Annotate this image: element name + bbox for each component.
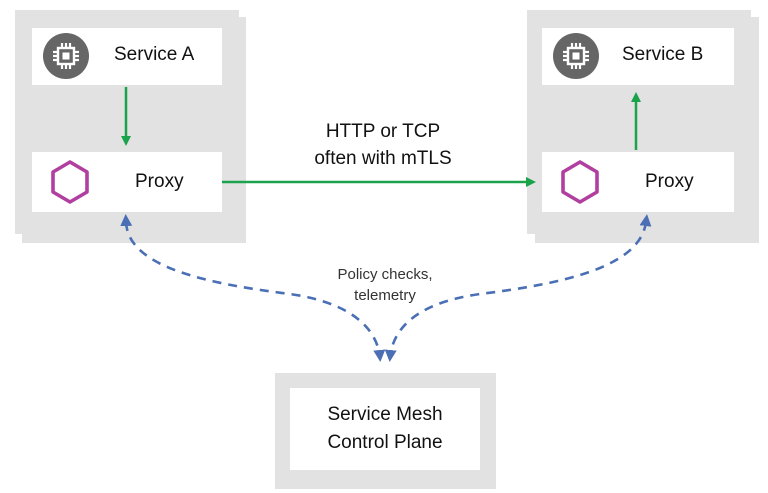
control-plane-label-line1: Service Mesh	[327, 404, 443, 425]
hexagon-icon	[557, 158, 603, 206]
control-label-line2: telemetry	[354, 287, 416, 304]
service-b-box[interactable]: Service B	[542, 28, 734, 85]
hexagon-icon	[47, 158, 93, 206]
control-arrow-right	[384, 214, 652, 362]
service-a-label: Service A	[114, 44, 195, 65]
control-label-line1: Policy checks,	[337, 266, 433, 283]
proxy-b-label: Proxy	[645, 171, 694, 192]
traffic-label-line2: often with mTLS	[314, 148, 452, 169]
control-arrow-left	[120, 214, 386, 362]
service-b-label: Service B	[622, 44, 704, 65]
proxy-a-box[interactable]: Proxy	[32, 152, 222, 212]
control-plane-box[interactable]: Service Mesh Control Plane	[290, 388, 480, 470]
service-a-box[interactable]: Service A	[32, 28, 222, 85]
chip-icon	[553, 33, 599, 79]
control-plane-label-line2: Control Plane	[327, 432, 443, 453]
chip-icon	[43, 33, 89, 79]
traffic-label-line1: HTTP or TCP	[325, 121, 441, 142]
proxy-b-box[interactable]: Proxy	[542, 152, 734, 212]
proxy-a-label: Proxy	[135, 171, 184, 192]
